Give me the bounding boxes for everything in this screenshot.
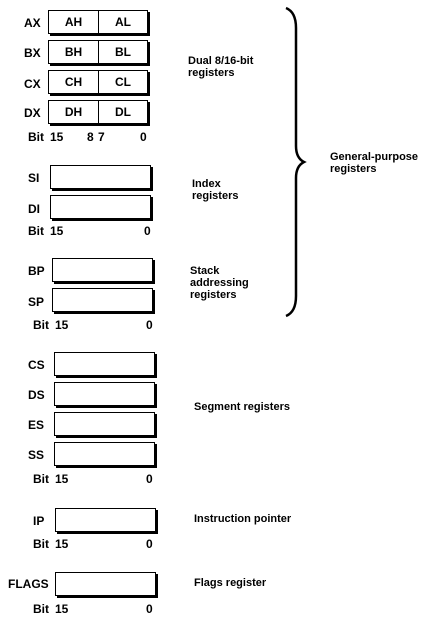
register-bh: BH xyxy=(64,45,83,59)
register-sp xyxy=(52,288,153,312)
register-name-bp: BP xyxy=(28,264,45,278)
bit-15: 15 xyxy=(50,130,64,144)
caption-general-purpose: General-purpose xyxy=(330,151,419,163)
register-es xyxy=(54,412,155,436)
register-divider xyxy=(98,101,99,123)
bit-label: Bit xyxy=(33,602,49,616)
bit-15: 15 xyxy=(50,224,64,238)
register-dl: DL xyxy=(115,105,131,119)
bit-label: Bit xyxy=(33,318,49,332)
register-si xyxy=(50,165,151,189)
register-name-di: DI xyxy=(28,202,40,216)
bit-0: 0 xyxy=(146,537,153,551)
register-ch: CH xyxy=(64,75,83,89)
register-name-flags: FLAGS xyxy=(8,577,49,591)
register-ds xyxy=(54,382,155,406)
register-cs xyxy=(54,352,155,376)
register-al: AL xyxy=(115,15,131,29)
register-name-si: SI xyxy=(28,171,40,185)
register-ip xyxy=(55,508,156,532)
register-divider xyxy=(98,11,99,33)
bit-label: Bit xyxy=(28,224,44,238)
bit-15: 15 xyxy=(55,318,69,332)
bit-0: 0 xyxy=(146,602,153,616)
bit-15: 15 xyxy=(55,472,69,486)
caption-flags: Flags register xyxy=(194,577,267,589)
register-dx: DH DL xyxy=(48,100,148,124)
register-name-ax: AX xyxy=(24,16,41,30)
register-name-cs: CS xyxy=(28,358,45,372)
register-name-ip: IP xyxy=(33,514,45,528)
bit-label: Bit xyxy=(33,537,49,551)
register-bl: BL xyxy=(115,45,131,59)
register-dh: DH xyxy=(64,105,83,119)
brace-icon xyxy=(285,6,307,318)
register-name-cx: CX xyxy=(24,77,41,91)
register-bp xyxy=(52,258,153,282)
caption-stack: Stack xyxy=(190,265,220,277)
register-divider xyxy=(98,71,99,93)
register-ss xyxy=(54,442,155,466)
register-flags xyxy=(55,572,156,596)
caption-segment: Segment registers xyxy=(194,401,290,413)
caption-stack-3: registers xyxy=(190,289,237,301)
caption-index-2: registers xyxy=(192,190,239,202)
register-di xyxy=(50,195,151,219)
bit-15: 15 xyxy=(55,602,69,616)
bit-15: 15 xyxy=(55,537,69,551)
register-name-dx: DX xyxy=(24,106,41,120)
bit-label: Bit xyxy=(28,130,44,144)
register-bx: BH BL xyxy=(48,40,148,64)
register-name-sp: SP xyxy=(28,295,45,309)
register-ah: AH xyxy=(64,15,83,29)
register-ax: AH AL xyxy=(48,10,148,34)
bit-0: 0 xyxy=(146,472,153,486)
register-name-ss: SS xyxy=(28,448,45,462)
caption-stack-2: addressing xyxy=(190,277,249,289)
register-name-ds: DS xyxy=(28,388,45,402)
caption-dual: Dual 8/16-bit xyxy=(188,55,254,67)
register-cl: CL xyxy=(115,75,131,89)
caption-ip: Instruction pointer xyxy=(194,513,292,525)
register-divider xyxy=(98,41,99,63)
register-cx: CH CL xyxy=(48,70,148,94)
register-name-es: ES xyxy=(28,418,45,432)
bit-label: Bit xyxy=(33,472,49,486)
caption-index: Index xyxy=(192,178,221,190)
bit-0: 0 xyxy=(144,224,151,238)
register-name-bx: BX xyxy=(24,46,41,60)
caption-dual-2: registers xyxy=(188,67,235,79)
bit-8: 8 xyxy=(87,130,94,144)
bit-0: 0 xyxy=(146,318,153,332)
bit-7: 7 xyxy=(98,130,105,144)
bit-0: 0 xyxy=(140,130,147,144)
caption-general-purpose-2: registers xyxy=(330,163,377,175)
